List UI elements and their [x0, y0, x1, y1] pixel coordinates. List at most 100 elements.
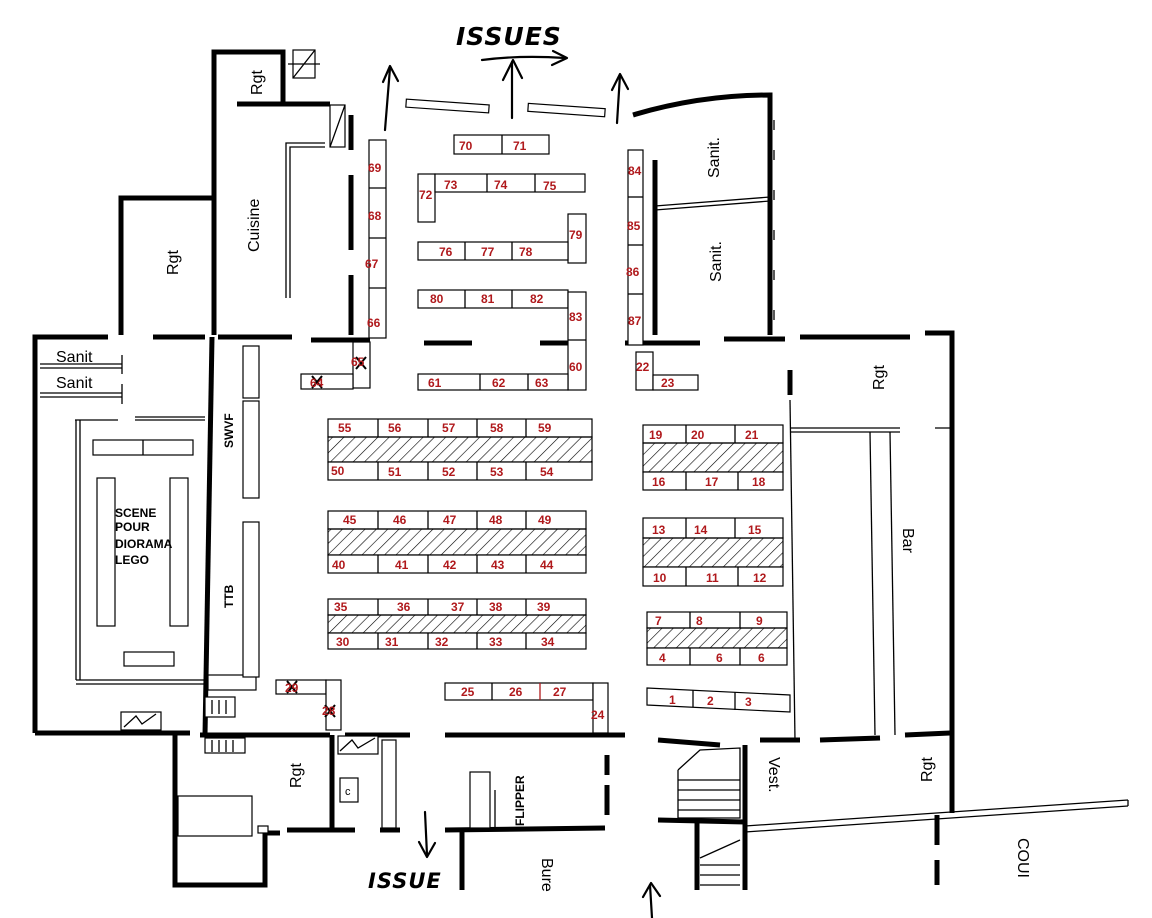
- exit-arrows: [381, 49, 662, 918]
- svg-text:c: c: [345, 786, 351, 798]
- stand-number: 84: [628, 164, 642, 178]
- rgt-top-label: Rgt: [249, 70, 266, 95]
- stand-number: 37: [451, 600, 465, 614]
- stand-number: 66: [367, 316, 381, 330]
- bar-label: Bar: [899, 528, 916, 554]
- stand-number: 20: [691, 428, 705, 442]
- stand-number: 7: [655, 614, 662, 628]
- stand-number: 76: [439, 245, 453, 259]
- stand-number: 35: [334, 600, 348, 614]
- stand-number: 44: [540, 558, 554, 572]
- stand-number: 46: [393, 513, 407, 527]
- stand-number: 39: [537, 600, 551, 614]
- walls: [32, 49, 955, 890]
- stand-number: 1: [669, 693, 676, 707]
- stand-number: 23: [661, 376, 675, 390]
- stand-numbers: 1 2 3 4 6 6 7 8 9 10 11 12 13 14 15 16 1…: [285, 139, 767, 722]
- stand-number: 85: [627, 219, 641, 233]
- stand-number: 31: [385, 635, 399, 649]
- stand-number: 43: [491, 558, 505, 572]
- scene-label-3: DIORAMA: [115, 537, 173, 551]
- stand-number: 49: [538, 513, 552, 527]
- stand-number: 72: [419, 188, 433, 202]
- rgt-left-label: Rgt: [165, 250, 182, 275]
- scene-label-1: SCENE: [115, 506, 156, 520]
- stand-number: 11: [706, 571, 719, 585]
- stand-number: 41: [395, 558, 409, 572]
- rgt-right-label: Rgt: [871, 365, 888, 390]
- stand-number: 6: [758, 651, 765, 665]
- stand-number: 60: [569, 360, 583, 374]
- stand-number: 14: [694, 523, 708, 537]
- stand-number: 8: [696, 614, 703, 628]
- stand-number: 45: [343, 513, 357, 527]
- stand-number: 28: [322, 704, 336, 718]
- rgt-lower-right-label: Rgt: [919, 757, 936, 782]
- stand-number: 25: [461, 685, 475, 699]
- stand-number: 34: [541, 635, 555, 649]
- stand-number: 80: [430, 292, 444, 306]
- flipper-label: FLIPPER: [513, 775, 527, 826]
- stand-number: 24: [591, 708, 605, 722]
- sanit-right-label-2: Sanit.: [708, 241, 725, 282]
- stand-number: 26: [509, 685, 523, 699]
- stand-number: 53: [490, 465, 504, 479]
- scene-label-2: POUR: [115, 520, 150, 534]
- sanit-label-2: Sanit: [56, 375, 93, 392]
- stand-number: 69: [368, 161, 382, 175]
- stand-number: 10: [653, 571, 667, 585]
- stand-number: 2: [707, 694, 714, 708]
- stand-number: 36: [397, 600, 411, 614]
- coui-label: COUI: [1014, 838, 1031, 878]
- stand-number: 75: [543, 179, 557, 193]
- stand-number: 15: [748, 523, 762, 537]
- stand-number: 56: [388, 421, 402, 435]
- stand-number: 62: [492, 376, 506, 390]
- stand-number: 48: [489, 513, 503, 527]
- vest-label: Vest.: [765, 757, 782, 793]
- stand-number: 18: [752, 475, 766, 489]
- stand-number: 81: [481, 292, 495, 306]
- stand-number: 16: [652, 475, 666, 489]
- stand-number: 87: [628, 314, 642, 328]
- stand-number: 86: [626, 265, 640, 279]
- stand-number: 50: [331, 464, 345, 478]
- stand-number: 51: [388, 465, 402, 479]
- stand-number: 63: [535, 376, 549, 390]
- stand-number: 9: [756, 614, 763, 628]
- ttb-label: TTB: [222, 584, 236, 608]
- stand-number: 79: [569, 228, 583, 242]
- stand-number: 38: [489, 600, 503, 614]
- sanit-right-label-1: Sanit.: [706, 137, 723, 178]
- stand-number: 71: [513, 139, 527, 153]
- stand-number: 42: [443, 558, 457, 572]
- stand-number: 65: [351, 355, 365, 369]
- stand-number: 83: [569, 310, 583, 324]
- room-labels: ISSUES ISSUE Rgt Cuisine Rgt Sanit Sanit…: [56, 22, 1031, 893]
- issues-label: ISSUES: [456, 22, 562, 51]
- stand-number: 12: [753, 571, 767, 585]
- stand-number: 27: [553, 685, 567, 699]
- stand-number: 30: [336, 635, 350, 649]
- stand-number: 70: [459, 139, 473, 153]
- stand-number: 19: [649, 428, 663, 442]
- stand-number: 67: [365, 257, 379, 271]
- stand-number: 57: [442, 421, 456, 435]
- stand-number: 54: [540, 465, 554, 479]
- stand-number: 77: [481, 245, 495, 259]
- stand-number: 21: [745, 428, 759, 442]
- swvf-label: SWVF: [222, 413, 236, 448]
- cuisine-label: Cuisine: [246, 199, 263, 252]
- crossed-stands: [286, 356, 367, 718]
- stand-number: 4: [659, 651, 666, 665]
- issue-label: ISSUE: [368, 869, 442, 893]
- stand-number: 32: [435, 635, 449, 649]
- stand-number: 78: [519, 245, 533, 259]
- stand-number: 58: [490, 421, 504, 435]
- stand-number: 73: [444, 178, 458, 192]
- partitions: c: [40, 49, 1129, 886]
- stand-number: 13: [652, 523, 666, 537]
- scene-label-4: LEGO: [115, 553, 149, 567]
- stand-number: 82: [530, 292, 544, 306]
